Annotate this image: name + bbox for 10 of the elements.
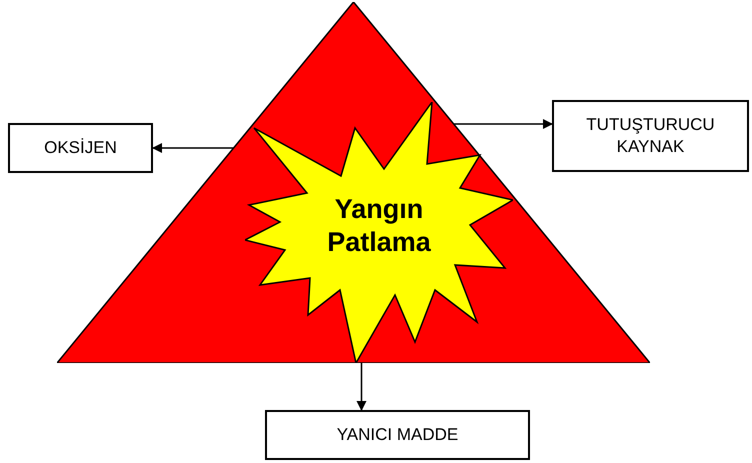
label-box [552, 100, 749, 172]
arrow [152, 143, 234, 153]
label-box [8, 123, 153, 173]
box-label: YANICI MADDE [336, 424, 458, 446]
fire-label: Yangın Patlama [326, 192, 432, 258]
arrow [356, 363, 366, 411]
box-label: OKSİJEN [44, 137, 117, 159]
label-box [265, 410, 530, 460]
arrow [454, 119, 553, 129]
box-label: TUTUŞTURUCU KAYNAK [585, 114, 716, 158]
